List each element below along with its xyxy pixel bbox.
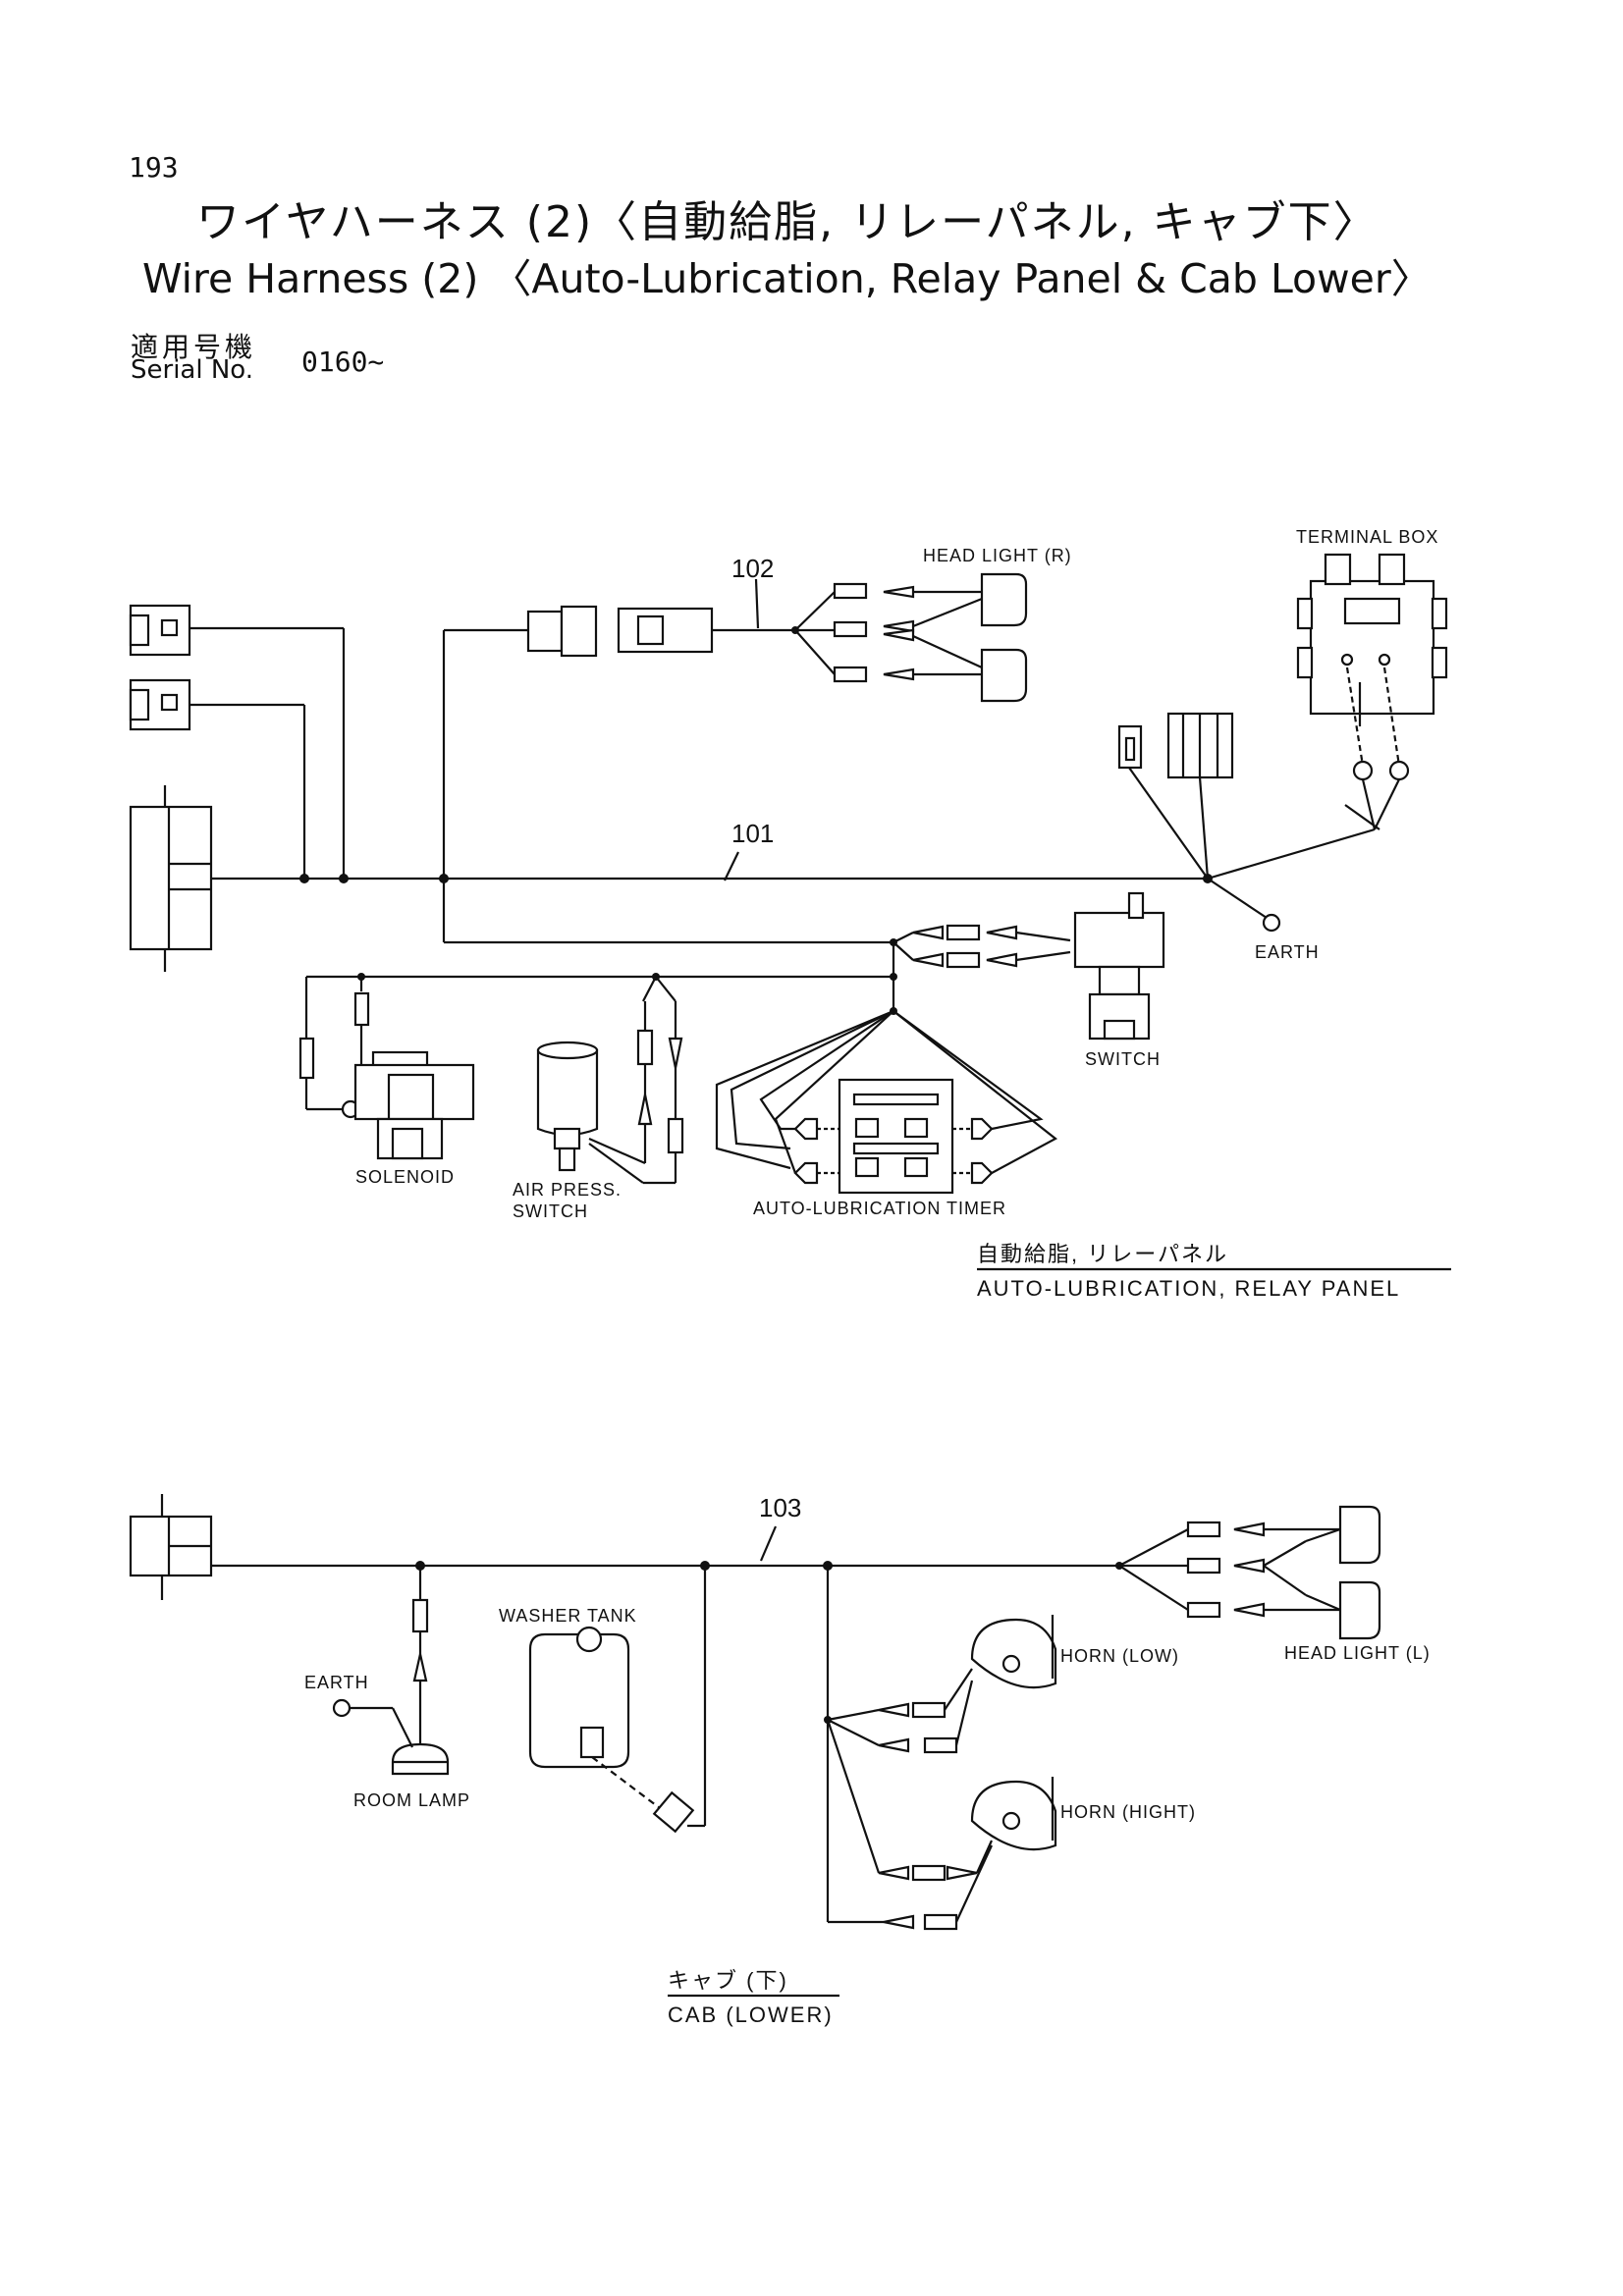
connector-left-top: [129, 604, 344, 657]
connector-left-middle: [129, 678, 304, 731]
head-light-left-label: HEAD LIGHT (L): [1284, 1643, 1431, 1663]
room-lamp-component: ROOM LAMP EARTH: [304, 1566, 470, 1810]
air-press-switch-component: AIR PRESS. SWITCH: [513, 976, 684, 1221]
horn-branches: [824, 1566, 994, 1931]
solenoid-component: SOLENOID: [298, 942, 897, 1187]
air-press-switch-label-line1: AIR PRESS.: [513, 1180, 622, 1200]
cab-lower-caption-english: CAB (LOWER): [668, 2002, 834, 2027]
cab-lower-caption: キャブ (下) CAB (LOWER): [668, 1968, 839, 2027]
serial-label-english: Serial No.: [131, 355, 253, 385]
horn-low-label: HORN (LOW): [1060, 1646, 1179, 1666]
serial-number-value: 0160~: [301, 346, 385, 378]
switch-component: SWITCH: [890, 891, 1165, 1069]
terminal-box-label: TERMINAL BOX: [1296, 527, 1438, 547]
horn-high: HORN (HIGHT): [970, 1777, 1196, 1851]
main-harness-103: 103: [211, 1493, 1119, 1571]
page-title-english: Wire Harness (2) 〈Auto-Lubrication, Rela…: [142, 255, 1432, 302]
switch-label: SWITCH: [1085, 1049, 1161, 1069]
cab-lower-section: 103 ROOM LAMP EARTH WASHER TANK: [129, 1493, 1431, 2027]
harness-102: 102 HEAD LIGHT (R): [444, 546, 1072, 703]
earth-relay-panel: EARTH: [1207, 878, 1320, 962]
horn-low: HORN (LOW): [970, 1615, 1179, 1689]
washer-tank-label: WASHER TANK: [499, 1606, 637, 1626]
room-lamp-label: ROOM LAMP: [353, 1790, 470, 1810]
solenoid-label: SOLENOID: [355, 1167, 455, 1187]
earth-label-relay-panel: EARTH: [1255, 942, 1320, 962]
harness-101-label: 101: [731, 819, 774, 848]
relay-panel-caption: 自動給脂, リレーパネル AUTO-LUBRICATION, RELAY PAN…: [977, 1242, 1451, 1301]
terminal-box: TERMINAL BOX: [1207, 527, 1448, 881]
auto-lubrication-timer: AUTO-LUBRICATION TIMER: [715, 1007, 1057, 1218]
earth-label-cab: EARTH: [304, 1673, 369, 1692]
horn-high-label: HORN (HIGHT): [1060, 1802, 1196, 1822]
relay-panel-caption-english: AUTO-LUBRICATION, RELAY PANEL: [977, 1276, 1400, 1301]
auto-lubrication-timer-label: AUTO-LUBRICATION TIMER: [753, 1199, 1006, 1218]
page-number: 193: [129, 151, 179, 184]
connector-main-left: [129, 785, 213, 972]
page-title-japanese: ワイヤハーネス (2)〈自動給脂, リレーパネル, キャブ下〉: [196, 197, 1379, 247]
cab-lower-caption-japanese: キャブ (下): [668, 1968, 788, 1993]
washer-tank-component: WASHER TANK: [499, 1566, 707, 1834]
relay-panel-section: 101 102: [129, 527, 1451, 1301]
relay-panel-caption-japanese: 自動給脂, リレーパネル: [977, 1242, 1228, 1266]
air-press-switch-label-line2: SWITCH: [513, 1201, 588, 1221]
connectors-upper-right: [1117, 712, 1234, 883]
harness-102-label: 102: [731, 554, 774, 583]
head-light-right-label: HEAD LIGHT (R): [923, 546, 1072, 565]
main-harness-101: 101: [211, 628, 1208, 944]
serial-label-japanese: 適用号機: [131, 331, 257, 363]
connector-cab-main: [129, 1494, 213, 1600]
harness-103-label: 103: [759, 1493, 801, 1522]
head-light-left-component: HEAD LIGHT (L): [1115, 1505, 1431, 1663]
